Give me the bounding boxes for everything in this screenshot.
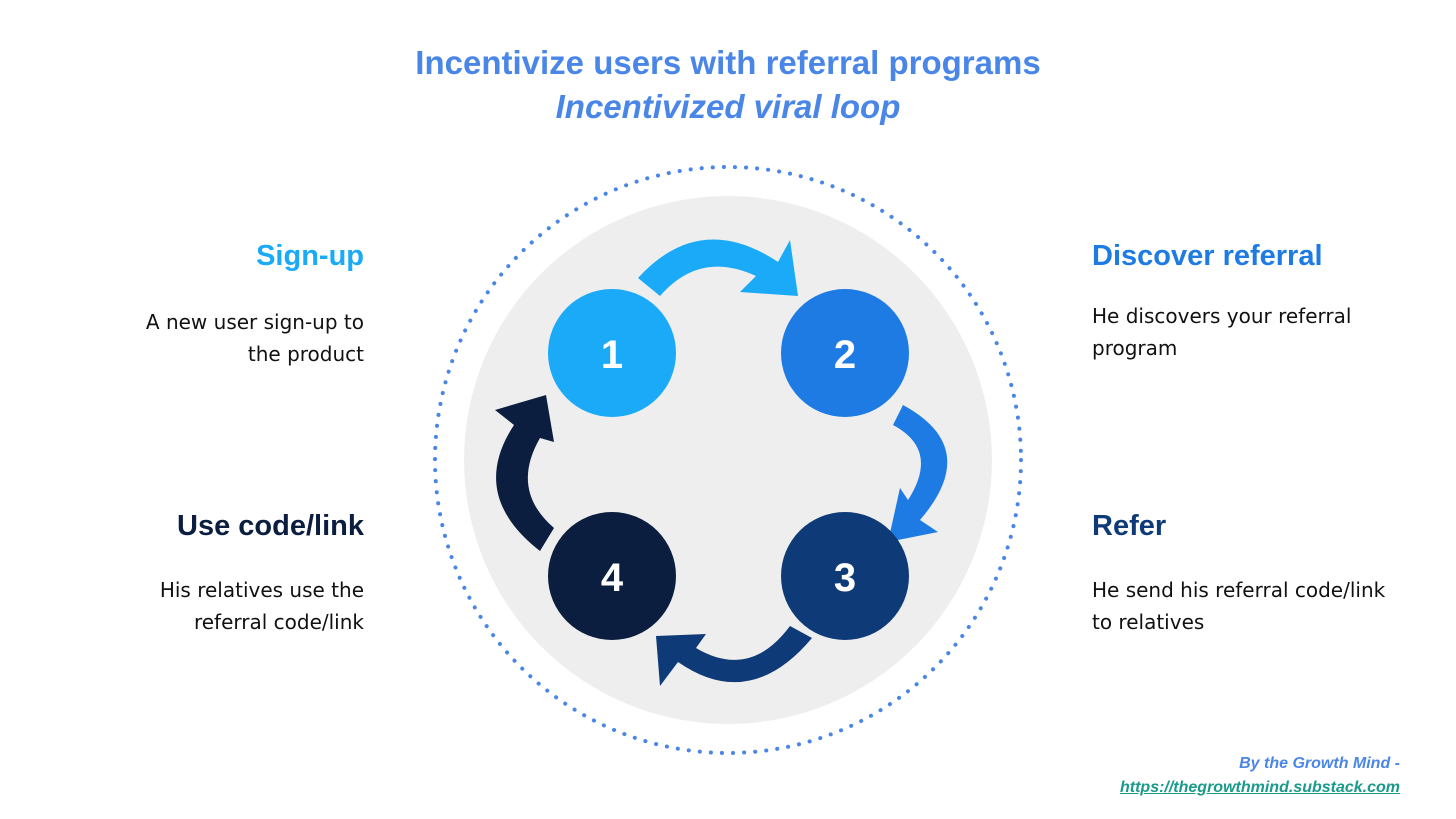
step-3-title: Refer <box>1092 510 1167 542</box>
arrow-2-to-3 <box>888 405 948 542</box>
step-3-circle <box>781 512 909 640</box>
step-4-number: 4 <box>601 556 624 600</box>
arrow-1-to-2 <box>638 239 798 296</box>
page-title: Incentivize users with referral programs <box>415 44 1041 81</box>
arrow-4-to-1 <box>495 395 554 551</box>
arrow-3-to-4 <box>656 626 812 686</box>
step-1-title: Sign-up <box>256 240 364 272</box>
credit-link[interactable]: https://thegrowthmind.substack.com <box>1119 779 1400 796</box>
step-4-title: Use code/link <box>177 510 364 542</box>
step-4-circle <box>548 512 676 640</box>
credit-author: By the Growth Mind - <box>1239 755 1400 772</box>
step-1-circle <box>548 289 676 417</box>
step-4-description: His relatives use the referral code/link <box>159 578 364 634</box>
step-2-number: 2 <box>834 333 856 377</box>
credit: By the Growth Mind - https://thegrowthmi… <box>1120 752 1400 800</box>
step-3-number: 3 <box>834 556 856 600</box>
step-3-description: He send his referral code/link to relati… <box>1092 578 1386 634</box>
step-2-description: He discovers your referral program <box>1092 304 1352 360</box>
step-2-title: Discover referral <box>1092 240 1323 272</box>
step-2-circle <box>781 289 909 417</box>
background-disk <box>464 196 992 724</box>
step-1-description: A new user sign-up to the product <box>145 310 364 366</box>
dotted-ring <box>433 165 1023 755</box>
page-subtitle: Incentivized viral loop <box>555 88 901 125</box>
step-1-number: 1 <box>601 333 623 377</box>
